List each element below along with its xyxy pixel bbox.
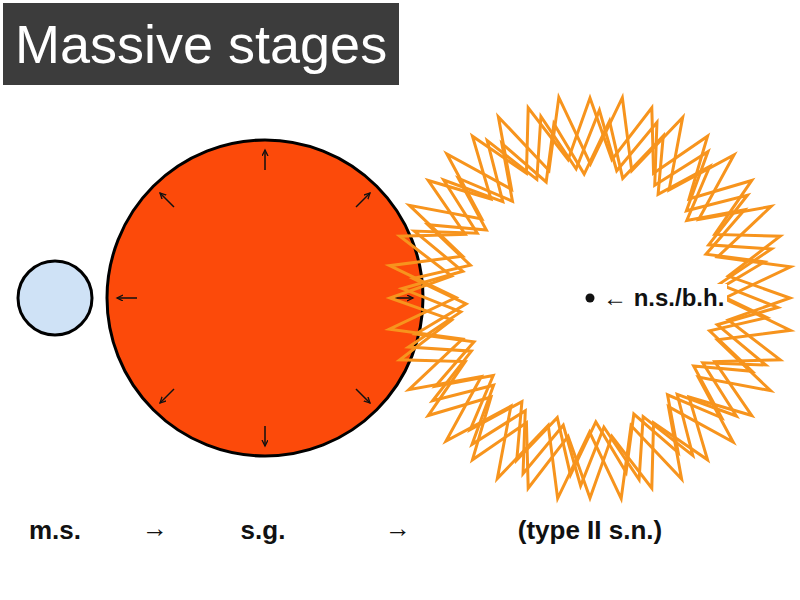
main-sequence-star <box>18 261 92 335</box>
stage-arrow: → <box>142 513 168 544</box>
stage-label: s.g. <box>241 515 286 546</box>
expansion-arrow <box>356 389 370 403</box>
burst-outline <box>385 93 795 503</box>
stage-label: m.s. <box>29 515 81 546</box>
expansion-arrow <box>160 389 174 403</box>
burst-ring <box>389 97 790 498</box>
slide-title: Massive stages <box>3 3 399 85</box>
supernova-burst: ← n.s./b.h. <box>385 93 795 503</box>
stage-arrow: → <box>385 513 411 544</box>
expansion-arrow <box>264 426 266 446</box>
expansion-arrow <box>393 297 413 299</box>
remnant-label: ← n.s./b.h. <box>600 284 727 312</box>
expansion-arrows <box>117 150 413 446</box>
expansion-arrow <box>264 150 266 170</box>
burst-ring <box>390 98 790 498</box>
expansion-arrow <box>356 193 370 207</box>
burst-ring <box>413 121 767 475</box>
expansion-arrow <box>117 297 137 299</box>
supergiant-star <box>107 140 423 456</box>
remnant-dot <box>586 294 595 303</box>
stage-label: (type II s.n.) <box>518 515 662 546</box>
expansion-arrow <box>160 193 174 207</box>
